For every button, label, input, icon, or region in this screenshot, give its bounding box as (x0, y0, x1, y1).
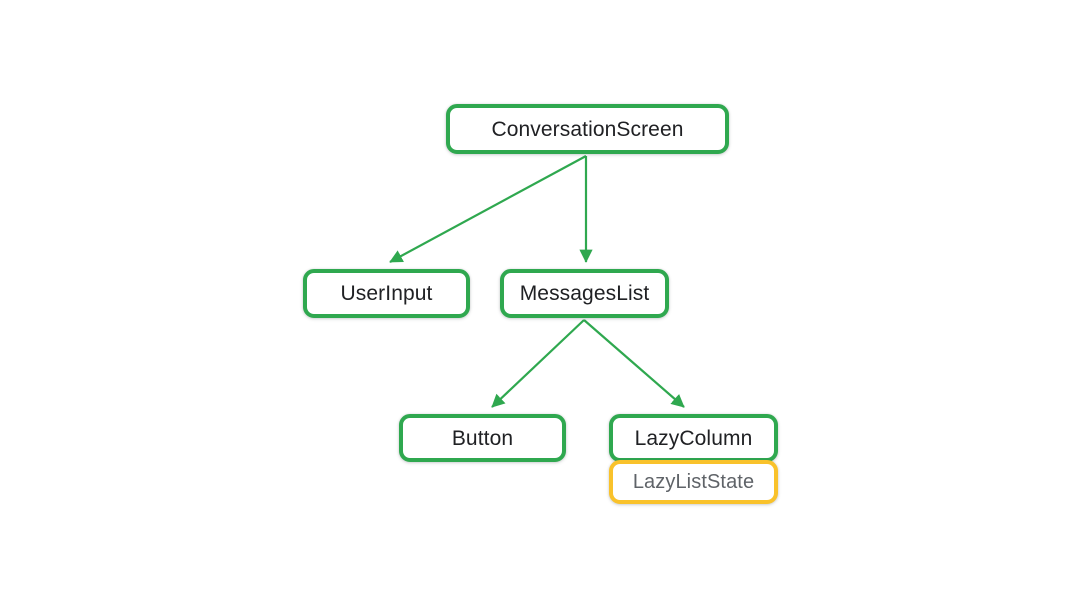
node-messageslist[interactable]: MessagesList (500, 269, 669, 318)
node-label-lazyliststate: LazyListState (632, 471, 755, 493)
node-label-userinput: UserInput (340, 282, 433, 305)
node-label-messageslist: MessagesList (519, 282, 650, 305)
node-label-lazycolumn: LazyColumn (634, 426, 753, 450)
node-label-button: Button (451, 426, 514, 450)
node-conversationscreen[interactable]: ConversationScreen (446, 104, 729, 154)
node-label-conversationscreen: ConversationScreen (491, 117, 684, 141)
edge-messageslist-lazycolumn (583, 319, 685, 408)
edge-conversationscreen-userinput (389, 155, 587, 263)
node-lazyliststate[interactable]: LazyListState (609, 460, 778, 504)
node-userinput[interactable]: UserInput (303, 269, 470, 318)
node-button[interactable]: Button (399, 414, 566, 462)
node-lazycolumn[interactable]: LazyColumn (609, 414, 778, 462)
edge-messageslist-button (491, 319, 585, 408)
